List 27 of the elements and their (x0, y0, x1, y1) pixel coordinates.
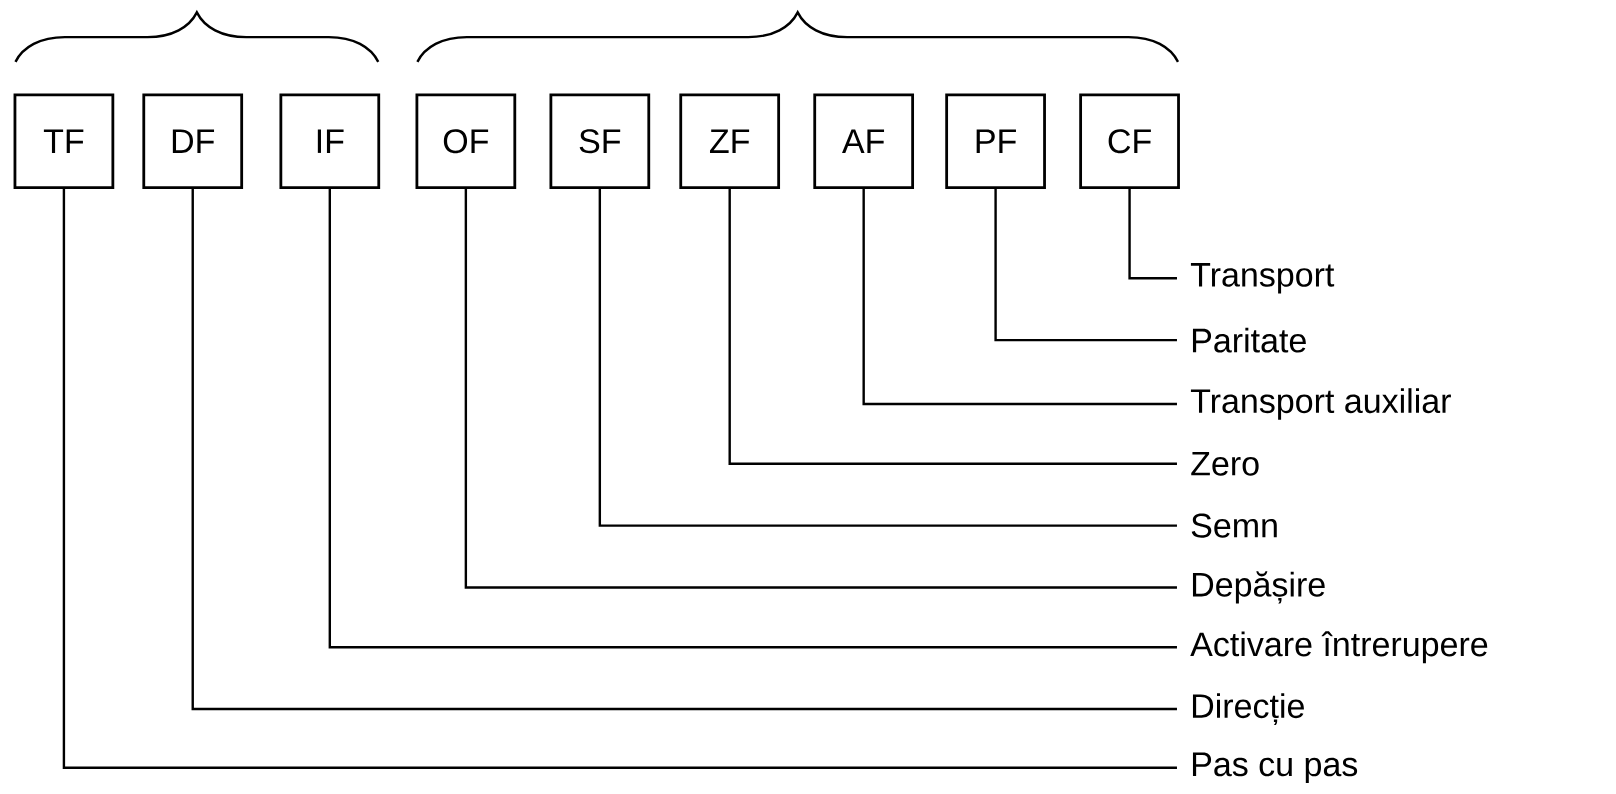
flag-label: Transport auxiliar (1190, 388, 1451, 420)
flag-label: Paritate (1192, 327, 1306, 353)
flag-label: Depășire (1192, 571, 1325, 604)
leader-line (62, 189, 1177, 769)
leader-line (1128, 189, 1177, 280)
flag-box: SF (549, 93, 651, 189)
flag-box: PF (945, 93, 1046, 189)
flag-label: Activare întrerupere (1190, 631, 1488, 664)
flag-box: ZF (679, 93, 781, 189)
flag-box: OF (415, 93, 517, 189)
flag-label: Transport (1190, 263, 1335, 294)
flag-box: DF (142, 93, 244, 189)
flag-box: IF (279, 93, 381, 189)
flag-label: Zero (1191, 451, 1259, 476)
flag-box: TF (13, 93, 115, 189)
flag-label: Pas cu pas (1192, 752, 1358, 784)
flag-label: Direcție (1192, 693, 1304, 725)
leader-line (994, 189, 1177, 342)
flag-label: Semn (1191, 513, 1277, 538)
flag-box: CF (1079, 93, 1180, 189)
leader-line (598, 189, 1177, 527)
leader-line (862, 189, 1177, 406)
leader-line (191, 189, 1177, 711)
leader-line (728, 189, 1177, 465)
leader-line (328, 189, 1177, 649)
flag-box: AF (813, 93, 914, 189)
leader-line (464, 189, 1177, 589)
